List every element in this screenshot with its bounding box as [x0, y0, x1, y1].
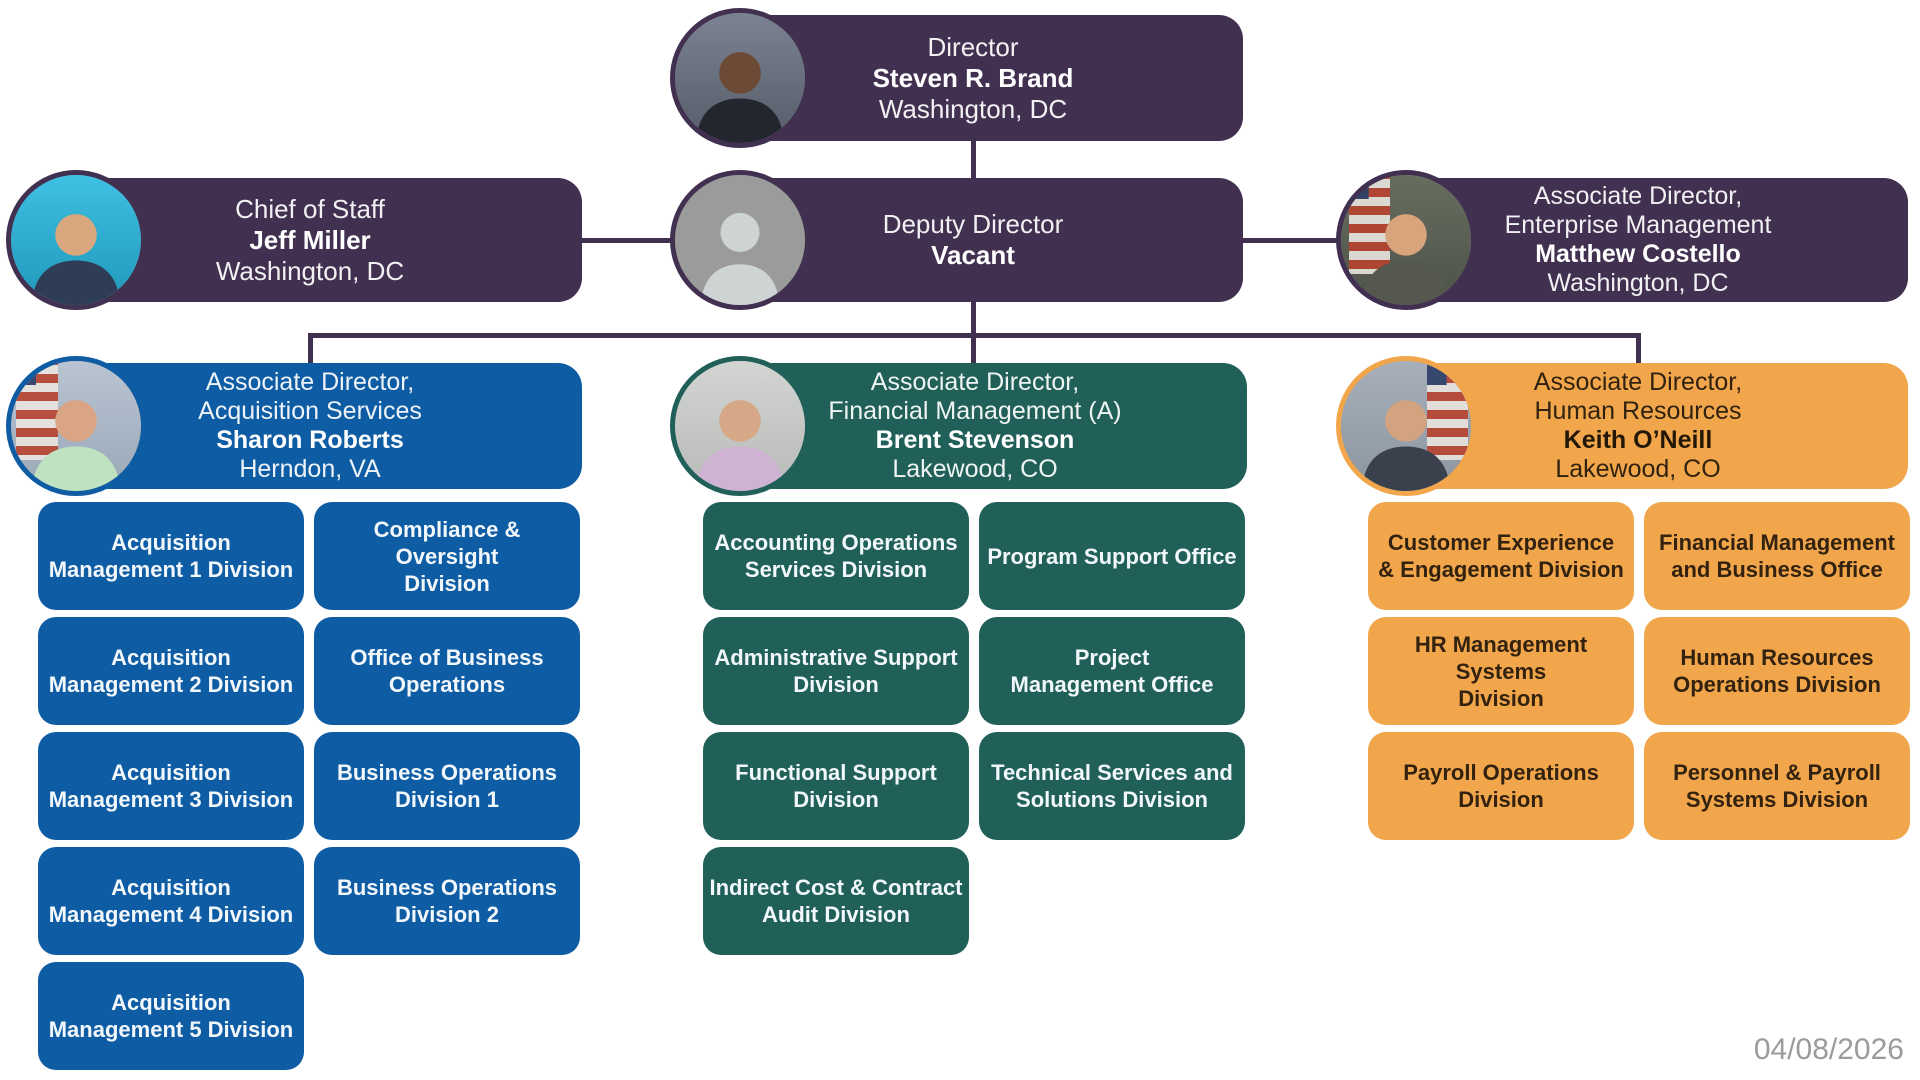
hr-name: Keith O’Neill: [1563, 426, 1713, 454]
division-hr-operations: Human Resources Operations Division: [1644, 617, 1910, 725]
division-acq-mgmt-1: Acquisition Management 1 Division: [38, 502, 304, 610]
division-admin-support: Administrative Support Division: [703, 617, 969, 725]
division-acq-mgmt-2: Acquisition Management 2 Division: [38, 617, 304, 725]
division-project-mgmt-office: Project Management Office: [979, 617, 1245, 725]
date-stamp: 04/08/2026: [1753, 1033, 1904, 1066]
division-indirect-cost-audit: Indirect Cost & Contract Audit Division: [703, 847, 969, 955]
photo-steven-brand: [670, 8, 810, 148]
acquisition-title-2: Acquisition Services: [198, 397, 422, 425]
division-program-support: Program Support Office: [979, 502, 1245, 610]
connector-director-deputy: [971, 141, 976, 181]
photo-matthew-costello: [1336, 170, 1476, 310]
enterprise-name: Matthew Costello: [1535, 240, 1741, 268]
flag-icon: [1348, 175, 1391, 274]
hr-title-1: Associate Director,: [1533, 368, 1743, 396]
photo-jeff-miller: [6, 170, 146, 310]
person-silhouette-icon: [696, 399, 784, 491]
photo-sharon-roberts: [6, 356, 146, 496]
division-personnel-payroll-systems: Personnel & Payroll Systems Division: [1644, 732, 1910, 840]
connector-chief-deputy: [560, 238, 712, 243]
acquisition-name: Sharon Roberts: [216, 426, 404, 454]
person-silhouette-icon: [1362, 399, 1450, 491]
financial-title-1: Associate Director,: [870, 368, 1080, 396]
connector-drop-hr: [1636, 333, 1641, 368]
person-silhouette-icon: [696, 51, 784, 143]
photo-vacant-placeholder: [670, 170, 810, 310]
division-office-business-ops: Office of Business Operations: [314, 617, 580, 725]
flag-icon: [1426, 361, 1469, 460]
director-location: Washington, DC: [878, 93, 1068, 124]
division-technical-services: Technical Services and Solutions Divisio…: [979, 732, 1245, 840]
chief-name: Jeff Miller: [249, 224, 371, 255]
division-business-ops-1: Business Operations Division 1: [314, 732, 580, 840]
person-silhouette-icon: [32, 213, 120, 305]
hr-title-2: Human Resources: [1534, 397, 1742, 425]
acquisition-title-1: Associate Director,: [205, 368, 415, 396]
chief-title: Chief of Staff: [235, 193, 385, 224]
flag-icon: [16, 361, 58, 460]
financial-title-2: Financial Management (A): [828, 397, 1122, 425]
person-silhouette-icon: [1362, 213, 1450, 305]
division-payroll-operations: Payroll Operations Division: [1368, 732, 1634, 840]
enterprise-title-2: Enterprise Management: [1504, 211, 1772, 239]
photo-brent-stevenson: [670, 356, 810, 496]
division-acq-mgmt-5: Acquisition Management 5 Division: [38, 962, 304, 1070]
division-hr-mgmt-systems: HR Management Systems Division: [1368, 617, 1634, 725]
enterprise-location: Washington, DC: [1547, 269, 1729, 297]
division-business-ops-2: Business Operations Division 2: [314, 847, 580, 955]
photo-keith-oneill: [1336, 356, 1476, 496]
enterprise-title-1: Associate Director,: [1533, 182, 1743, 210]
division-acq-mgmt-4: Acquisition Management 4 Division: [38, 847, 304, 955]
division-customer-experience: Customer Experience & Engagement Divisio…: [1368, 502, 1634, 610]
hr-location: Lakewood, CO: [1555, 455, 1721, 483]
financial-location: Lakewood, CO: [892, 455, 1058, 483]
person-silhouette-icon: [32, 399, 120, 491]
deputy-name: Vacant: [931, 240, 1015, 270]
division-accounting-ops: Accounting Operations Services Division: [703, 502, 969, 610]
division-compliance-oversight: Compliance & Oversight Division: [314, 502, 580, 610]
director-name: Steven R. Brand: [872, 62, 1074, 93]
connector-drop-acquisition: [308, 333, 313, 368]
chief-location: Washington, DC: [215, 255, 405, 286]
deputy-title: Deputy Director: [882, 209, 1064, 239]
director-title: Director: [927, 31, 1019, 62]
division-fin-mgmt-business-office: Financial Management and Business Office: [1644, 502, 1910, 610]
division-acq-mgmt-3: Acquisition Management 3 Division: [38, 732, 304, 840]
division-functional-support: Functional Support Division: [703, 732, 969, 840]
acquisition-location: Herndon, VA: [239, 455, 381, 483]
financial-name: Brent Stevenson: [875, 426, 1075, 454]
connector-deputy-enterprise: [1228, 238, 1378, 243]
person-silhouette-icon: [701, 212, 779, 305]
connector-distributor: [308, 333, 1641, 338]
